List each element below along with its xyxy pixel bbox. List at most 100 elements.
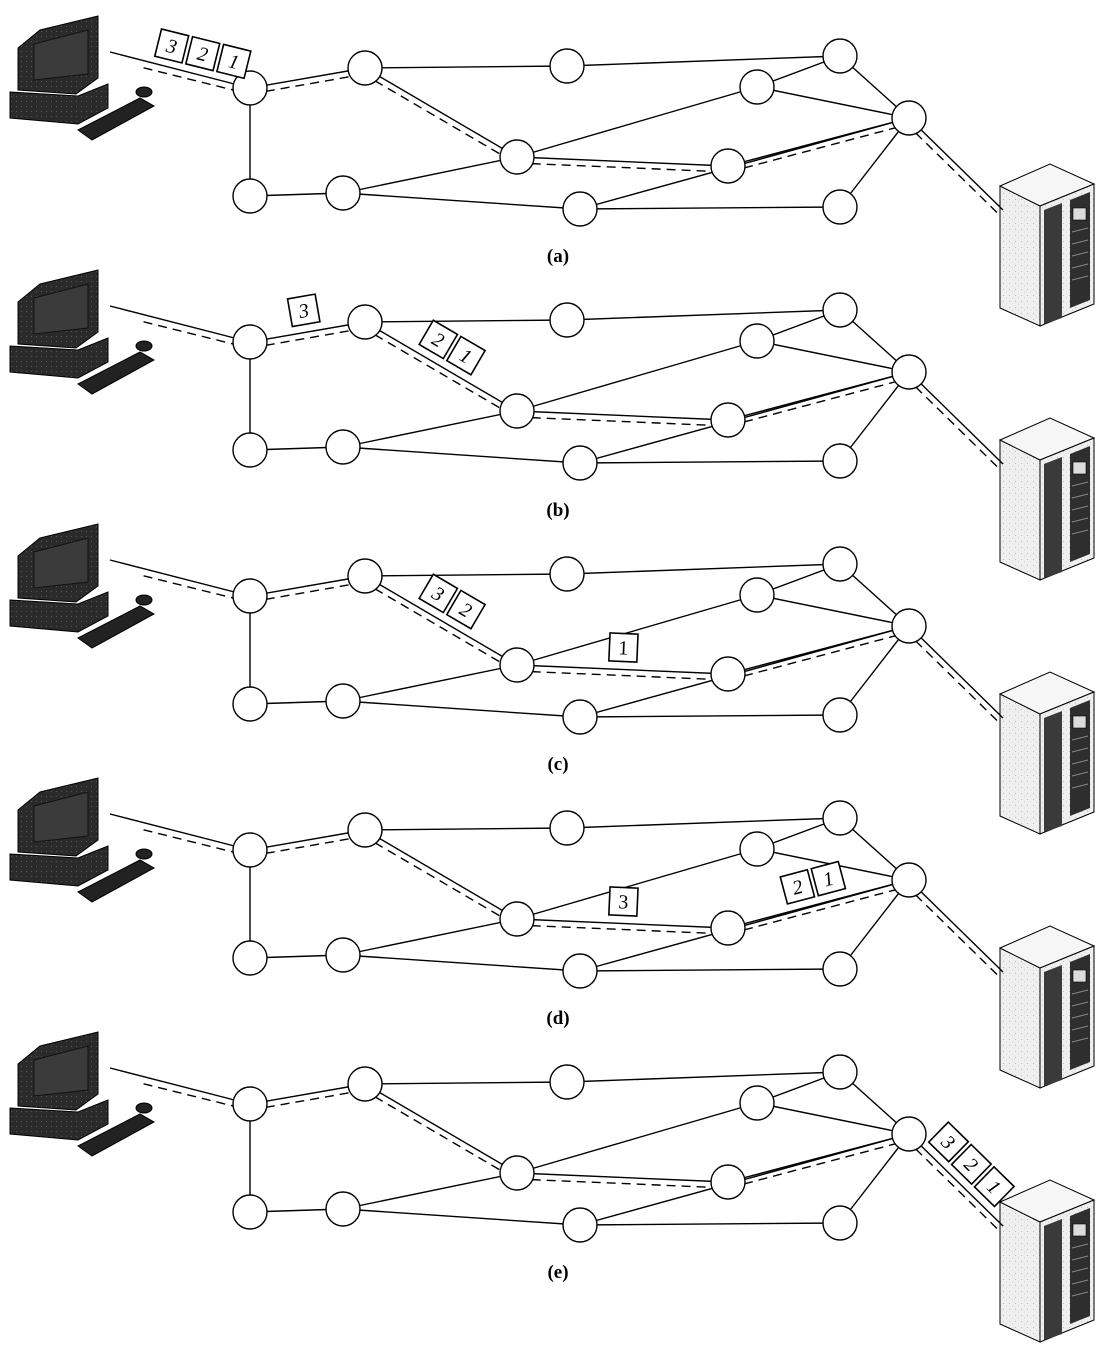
route-segment: [904, 375, 1000, 469]
link: [579, 968, 841, 972]
link: [364, 321, 518, 412]
route-segment: [250, 73, 367, 95]
access-link: [109, 51, 251, 89]
packet-number: 1: [618, 637, 629, 659]
link: [364, 67, 518, 158]
router-node: [549, 302, 585, 338]
link: [756, 340, 910, 373]
route-segment: [143, 67, 249, 95]
desktop-computer-icon: [9, 15, 156, 141]
packet-number: 3: [163, 35, 179, 59]
link: [516, 410, 729, 421]
link: [516, 918, 729, 929]
packet: 2: [418, 319, 459, 360]
route-segment: [250, 581, 367, 603]
panel-caption: (a): [547, 246, 569, 267]
router-node: [549, 810, 585, 846]
route-segment: [904, 121, 1000, 215]
link: [249, 829, 366, 851]
router-node: [739, 577, 775, 613]
packet: 3: [286, 293, 321, 328]
link: [342, 1172, 518, 1210]
link: [364, 575, 518, 666]
route-segment: [361, 834, 515, 925]
packet-route: [143, 1083, 1000, 1231]
link: [364, 65, 568, 69]
router-node: [499, 393, 535, 429]
route-segment: [516, 162, 728, 173]
packet: 3: [153, 28, 190, 64]
router-node: [710, 656, 746, 692]
link: [516, 848, 758, 920]
route-segment: [904, 883, 1000, 977]
routers: [232, 800, 927, 989]
link: [342, 918, 518, 956]
router-node: [347, 304, 383, 340]
router-node: [822, 546, 858, 582]
link: [579, 714, 841, 718]
router-node: [822, 1054, 858, 1090]
routers: [232, 546, 927, 735]
router-node: [232, 1194, 268, 1230]
router-node: [325, 429, 361, 465]
route-segment: [729, 885, 911, 935]
link: [364, 827, 568, 831]
route-segment: [729, 377, 911, 427]
link: [249, 67, 366, 89]
router-node: [347, 50, 383, 86]
route-segment: [729, 631, 911, 681]
link: [342, 1208, 581, 1226]
packet: 3: [418, 573, 459, 614]
packet-route: [143, 321, 1000, 469]
route-segment: [729, 123, 911, 173]
router-node: [232, 324, 268, 360]
route-segment: [143, 829, 249, 857]
server-tower-icon: [998, 925, 1096, 1089]
link: [516, 1102, 758, 1174]
router-node: [739, 323, 775, 359]
access-link: [908, 879, 1004, 973]
router-node: [739, 69, 775, 105]
router-node: [232, 1086, 268, 1122]
router-node: [232, 578, 268, 614]
route-segment: [143, 575, 249, 603]
router-node: [232, 686, 268, 722]
packet-route: [143, 67, 1000, 215]
packet-group: 3: [608, 886, 639, 917]
link: [364, 1083, 518, 1174]
packet: 2: [950, 1143, 993, 1186]
link: [839, 625, 910, 716]
router-node: [822, 951, 858, 987]
route-segment: [516, 1178, 728, 1189]
packet-group: 3: [286, 293, 321, 328]
packet: 2: [779, 868, 816, 905]
link: [756, 1102, 910, 1135]
route-segment: [361, 72, 515, 163]
server-tower-icon: [998, 417, 1096, 581]
link: [249, 1083, 366, 1105]
link: [566, 1071, 841, 1083]
link: [566, 309, 841, 321]
route-segment: [516, 670, 728, 681]
link: [579, 206, 841, 210]
access-link: [109, 813, 251, 851]
route-segment: [729, 1139, 911, 1189]
router-node: [562, 953, 598, 989]
link: [364, 573, 568, 577]
router-node: [325, 937, 361, 973]
router-node: [822, 292, 858, 328]
router-node: [499, 901, 535, 937]
router-node: [891, 862, 927, 898]
link: [566, 55, 841, 67]
link: [342, 700, 581, 718]
route-segment: [904, 629, 1000, 723]
server-tower-icon: [998, 671, 1096, 835]
access-link: [908, 1133, 1004, 1227]
packet-route: [143, 829, 1000, 977]
router-node: [822, 189, 858, 225]
link: [342, 192, 581, 210]
router-node: [347, 1066, 383, 1102]
